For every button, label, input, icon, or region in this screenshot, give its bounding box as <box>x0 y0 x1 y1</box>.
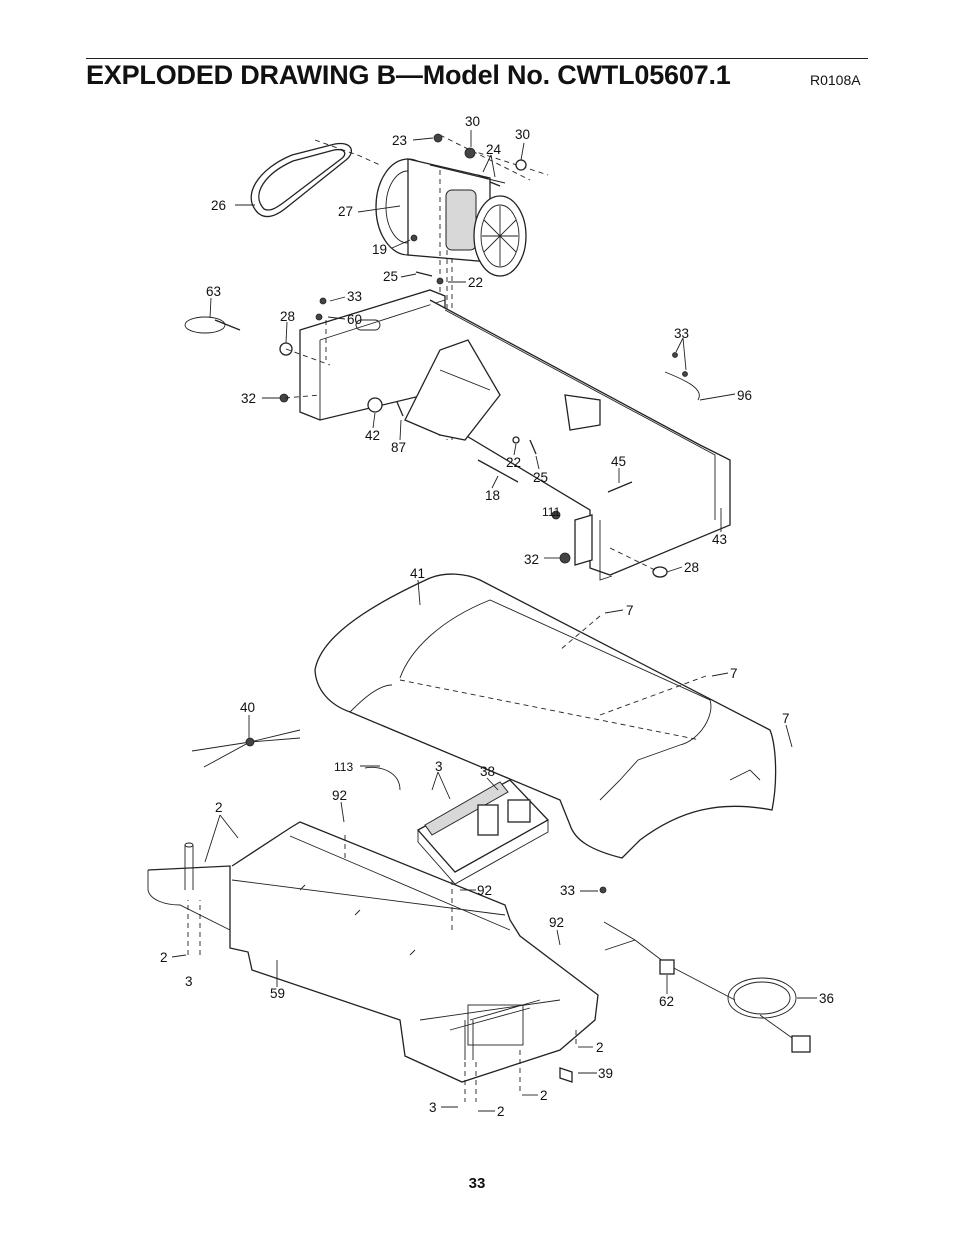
part-label: 92 <box>477 883 492 898</box>
part-label: 25 <box>533 470 548 485</box>
part-label: 2 <box>497 1104 505 1119</box>
part-label: 24 <box>486 142 502 157</box>
part-label: 32 <box>241 391 256 406</box>
part-label: 38 <box>480 764 495 779</box>
page-title: EXPLODED DRAWING B—Model No. CWTL05607.1 <box>86 60 731 90</box>
part-label: 26 <box>211 198 226 213</box>
part-label: 2 <box>596 1040 604 1055</box>
part-label: 3 <box>185 974 193 989</box>
motor-mount <box>367 339 537 483</box>
part-label: 36 <box>819 991 834 1006</box>
drive-motor <box>375 158 527 277</box>
header-rule <box>86 58 868 59</box>
part-label: 25 <box>383 269 398 284</box>
part-label: 96 <box>737 388 752 403</box>
part-label: 30 <box>465 114 480 129</box>
part-label: 40 <box>240 700 255 715</box>
power-cord <box>559 886 811 1083</box>
part-label: 87 <box>391 440 406 455</box>
motor-base <box>147 821 599 1102</box>
part-label: 113 <box>334 760 353 774</box>
part-label: 3 <box>429 1100 437 1115</box>
motor-hood <box>314 573 777 859</box>
part-label: 23 <box>392 133 407 148</box>
part-label: 7 <box>730 666 738 681</box>
part-label: 19 <box>372 242 387 257</box>
part-label: 32 <box>524 552 539 567</box>
part-label: 28 <box>684 560 699 575</box>
part-label: 59 <box>270 986 285 1001</box>
part-label: 30 <box>515 127 530 142</box>
wire-harnesses <box>191 729 401 791</box>
page-number: 33 <box>468 1175 486 1192</box>
drive-belt <box>250 139 381 218</box>
part-label: 111 <box>542 505 561 519</box>
part-label: 27 <box>338 204 353 219</box>
part-label: 63 <box>206 284 221 299</box>
part-label: 92 <box>549 915 564 930</box>
part-label: 2 <box>215 800 223 815</box>
callouts: 30 30 23 24 26 27 19 25 22 63 33 28 60 3… <box>160 114 834 1119</box>
part-label: 43 <box>712 532 727 547</box>
hardware-top <box>410 133 527 285</box>
part-label: 28 <box>280 309 295 324</box>
part-label: 45 <box>611 454 626 469</box>
part-label: 2 <box>160 950 168 965</box>
part-label: 60 <box>347 312 362 327</box>
part-label: 7 <box>626 603 634 618</box>
part-label: 22 <box>506 455 521 470</box>
drawing-code: R0108A <box>810 72 861 88</box>
part-label: 7 <box>782 711 790 726</box>
part-label: 33 <box>347 289 362 304</box>
controller-board <box>416 779 550 885</box>
part-label: 41 <box>410 566 425 581</box>
part-label: 42 <box>365 428 380 443</box>
part-label: 39 <box>598 1066 613 1081</box>
part-label: 22 <box>468 275 483 290</box>
part-label: 2 <box>540 1088 548 1103</box>
part-label: 33 <box>560 883 575 898</box>
part-label: 62 <box>659 994 674 1009</box>
part-label: 3 <box>435 759 443 774</box>
part-label: 92 <box>332 788 347 803</box>
part-label: 18 <box>485 488 500 503</box>
frame-hardware <box>184 297 700 578</box>
part-label: 33 <box>674 326 689 341</box>
upright-frame <box>299 289 731 581</box>
